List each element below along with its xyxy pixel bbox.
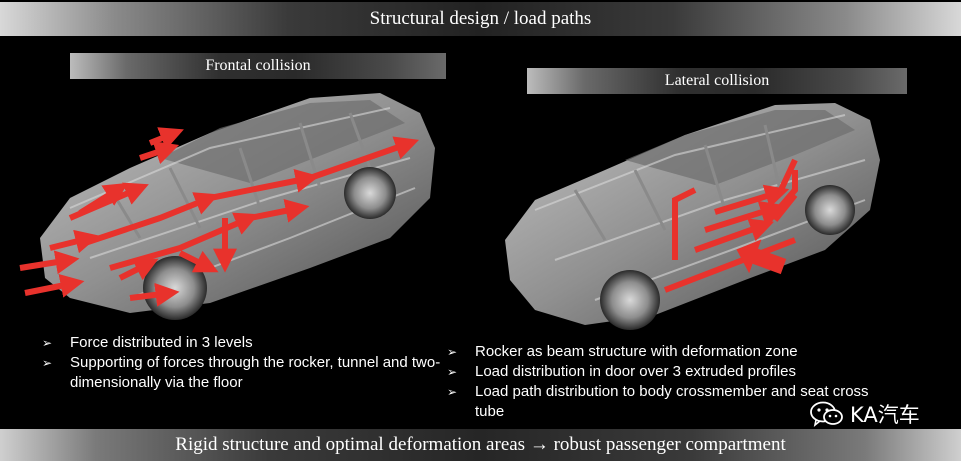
bullet-item: ➢ Load path distribution to body crossme… — [447, 383, 869, 420]
rear-wheel — [805, 185, 855, 235]
load-path-arrows — [19, 127, 420, 307]
bullet-marker: ➢ — [447, 345, 458, 359]
bullet-item: ➢ Force distributed in 3 levels — [42, 334, 253, 351]
footer-text: Rigid structure and optimal deformation … — [175, 434, 786, 455]
title-banner: Structural design / load paths — [0, 2, 961, 36]
bullet-marker: ➢ — [42, 356, 53, 370]
load-path-arrows — [663, 158, 798, 293]
bullet-item: ➢ Rocker as beam structure with deformat… — [447, 343, 798, 360]
bullet-marker: ➢ — [447, 365, 458, 379]
front-wheel — [143, 256, 207, 320]
footer-banner: Rigid structure and optimal deformation … — [0, 429, 961, 461]
lateral-bullet-list: ➢ Rocker as beam structure with deformat… — [447, 342, 947, 422]
page-title: Structural design / load paths — [369, 8, 592, 29]
side-impact-arrow — [736, 239, 787, 275]
lateral-collision-car-illustration — [505, 103, 880, 330]
bullet-marker: ➢ — [42, 336, 53, 350]
bullet-marker: ➢ — [447, 385, 458, 399]
body-shell — [505, 103, 880, 325]
frontal-collision-car-illustration — [19, 93, 435, 320]
wechat-icon — [810, 401, 843, 427]
bullet-item: ➢ Load distribution in door over 3 extru… — [447, 363, 797, 380]
front-wheel — [600, 270, 660, 330]
watermark: KA汽车 — [810, 400, 920, 428]
frontal-bullet-list: ➢ Force distributed in 3 levels ➢ Suppor… — [42, 333, 442, 393]
frontal-collision-label: Frontal collision — [70, 53, 446, 79]
bullet-item: ➢ Supporting of forces through the rocke… — [42, 354, 441, 391]
lateral-collision-label: Lateral collision — [527, 68, 907, 94]
rear-wheel — [344, 167, 396, 219]
watermark-text: KA汽车 — [850, 403, 920, 427]
